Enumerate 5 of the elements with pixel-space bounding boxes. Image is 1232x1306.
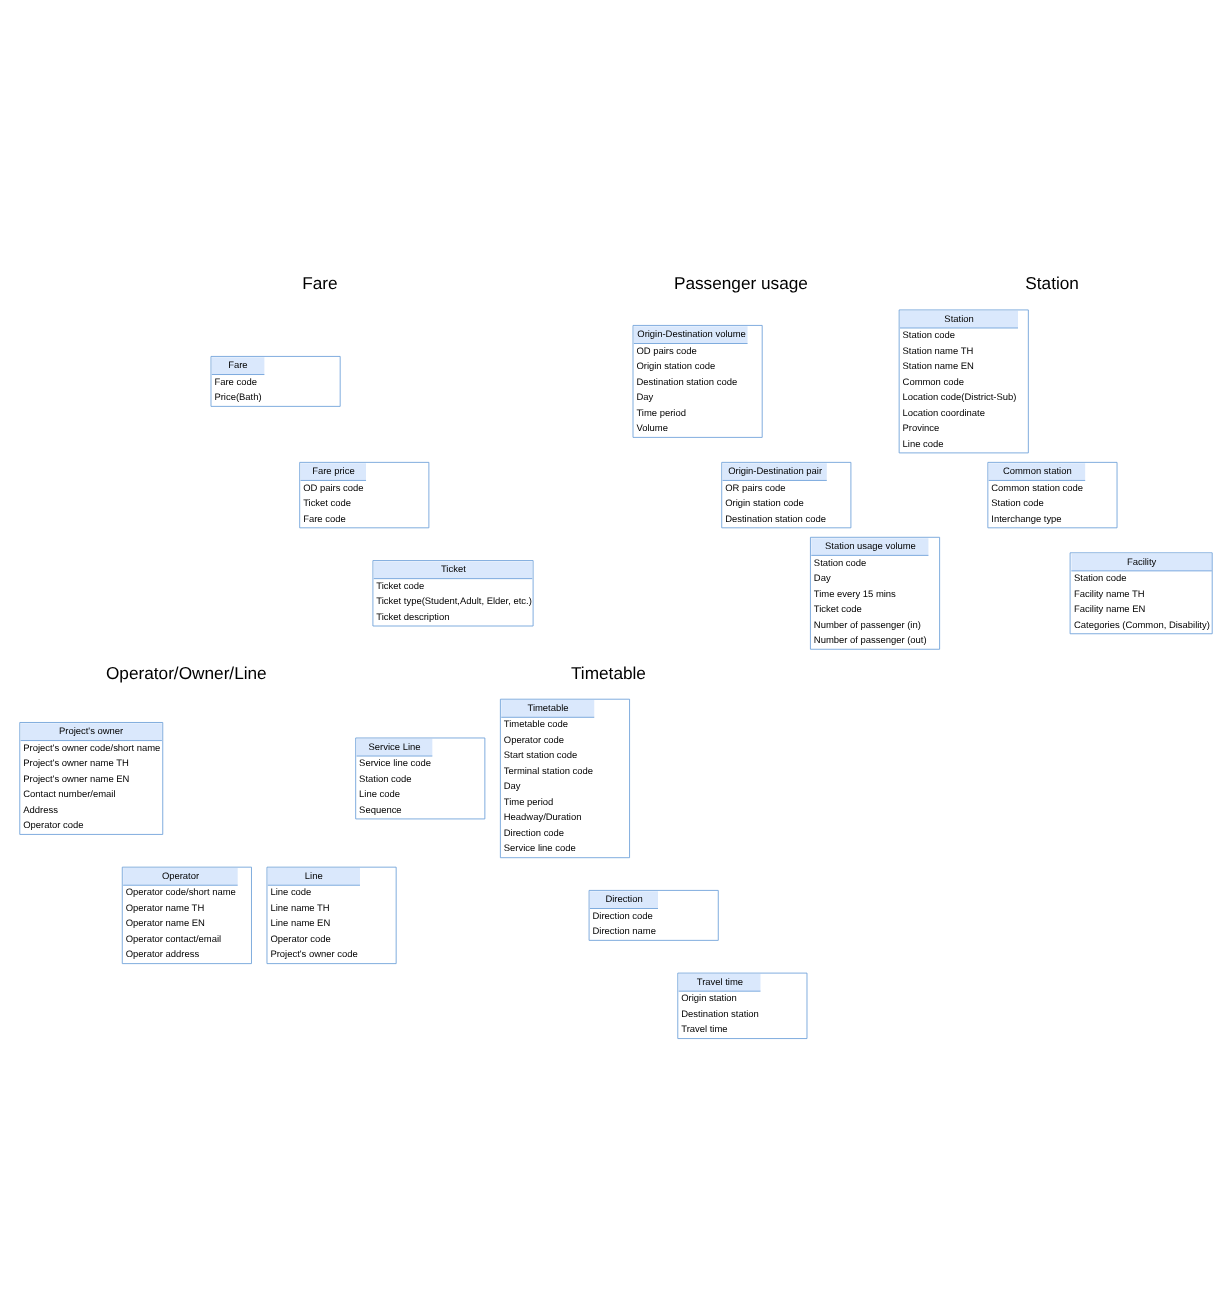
label: Passenger usage: [673, 272, 808, 293]
label: Operator/Owner/Line: [105, 661, 267, 682]
label: Station: [1025, 272, 1079, 293]
label: Fare: [302, 272, 338, 293]
label: Timetable: [571, 661, 646, 682]
